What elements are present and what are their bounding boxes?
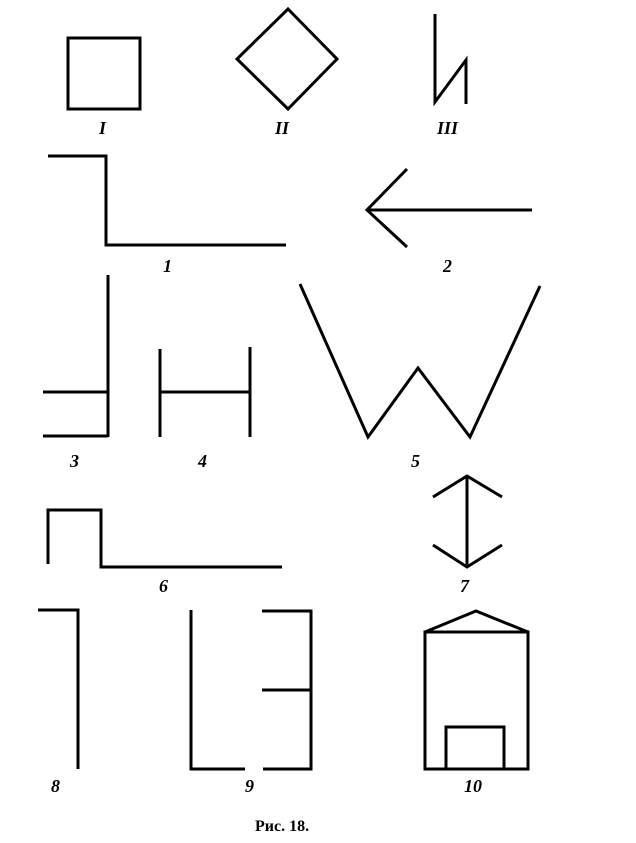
figure-5-w bbox=[298, 283, 542, 440]
label-6: 6 bbox=[159, 576, 168, 596]
figure-2-arrow bbox=[364, 167, 532, 249]
label-4: 4 bbox=[197, 451, 207, 471]
label-10: 10 bbox=[464, 776, 482, 796]
label-5: 5 bbox=[411, 451, 420, 471]
label-7: 7 bbox=[460, 576, 470, 596]
label-III: III bbox=[436, 118, 459, 138]
figure-III-zigzag bbox=[433, 14, 468, 107]
figure-7-double-arrow bbox=[432, 474, 503, 569]
figure-8 bbox=[38, 608, 80, 769]
figure-9 bbox=[189, 609, 313, 771]
label-II: II bbox=[274, 118, 290, 138]
figure-4-h bbox=[158, 347, 252, 437]
figure-caption: Рис. 18. bbox=[255, 818, 309, 835]
figure-10-house bbox=[423, 609, 530, 771]
figure-I-square bbox=[66, 36, 142, 111]
figure-II-diamond bbox=[234, 6, 340, 112]
label-I: I bbox=[98, 118, 107, 138]
figure-1-step bbox=[48, 154, 286, 247]
label-1: 1 bbox=[163, 256, 172, 276]
label-9: 9 bbox=[245, 776, 254, 796]
label-3: 3 bbox=[69, 451, 79, 471]
label-2: 2 bbox=[442, 256, 452, 276]
figure-3 bbox=[43, 275, 110, 438]
label-8: 8 bbox=[51, 776, 60, 796]
figure-6 bbox=[46, 508, 282, 569]
